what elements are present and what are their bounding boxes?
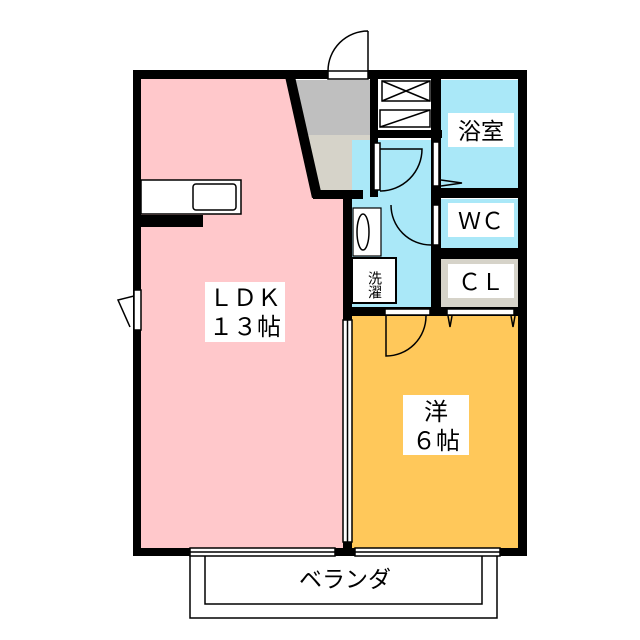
storage-shelves (379, 80, 431, 128)
closet-label: ＣＬ (458, 270, 504, 296)
kitchen-sink (192, 183, 237, 211)
balcony-label: ベランダ (299, 567, 391, 593)
wc-label: ＷＣ (458, 209, 504, 235)
washing-machine (351, 257, 397, 304)
ldk-name: ＬＤＫ (209, 284, 281, 312)
entrance-upper (295, 80, 372, 135)
washbasin-bowl (356, 213, 370, 251)
bath-label: 浴室 (458, 119, 504, 145)
western-name: 洋 (424, 398, 448, 426)
interior-doors[interactable] (116, 141, 516, 557)
ldk-size: １３帖 (209, 313, 281, 341)
washer-label: 洗濯 (366, 271, 382, 299)
balcony (189, 556, 498, 619)
entrance-door[interactable] (327, 30, 369, 80)
western-size: ６帖 (412, 427, 460, 455)
